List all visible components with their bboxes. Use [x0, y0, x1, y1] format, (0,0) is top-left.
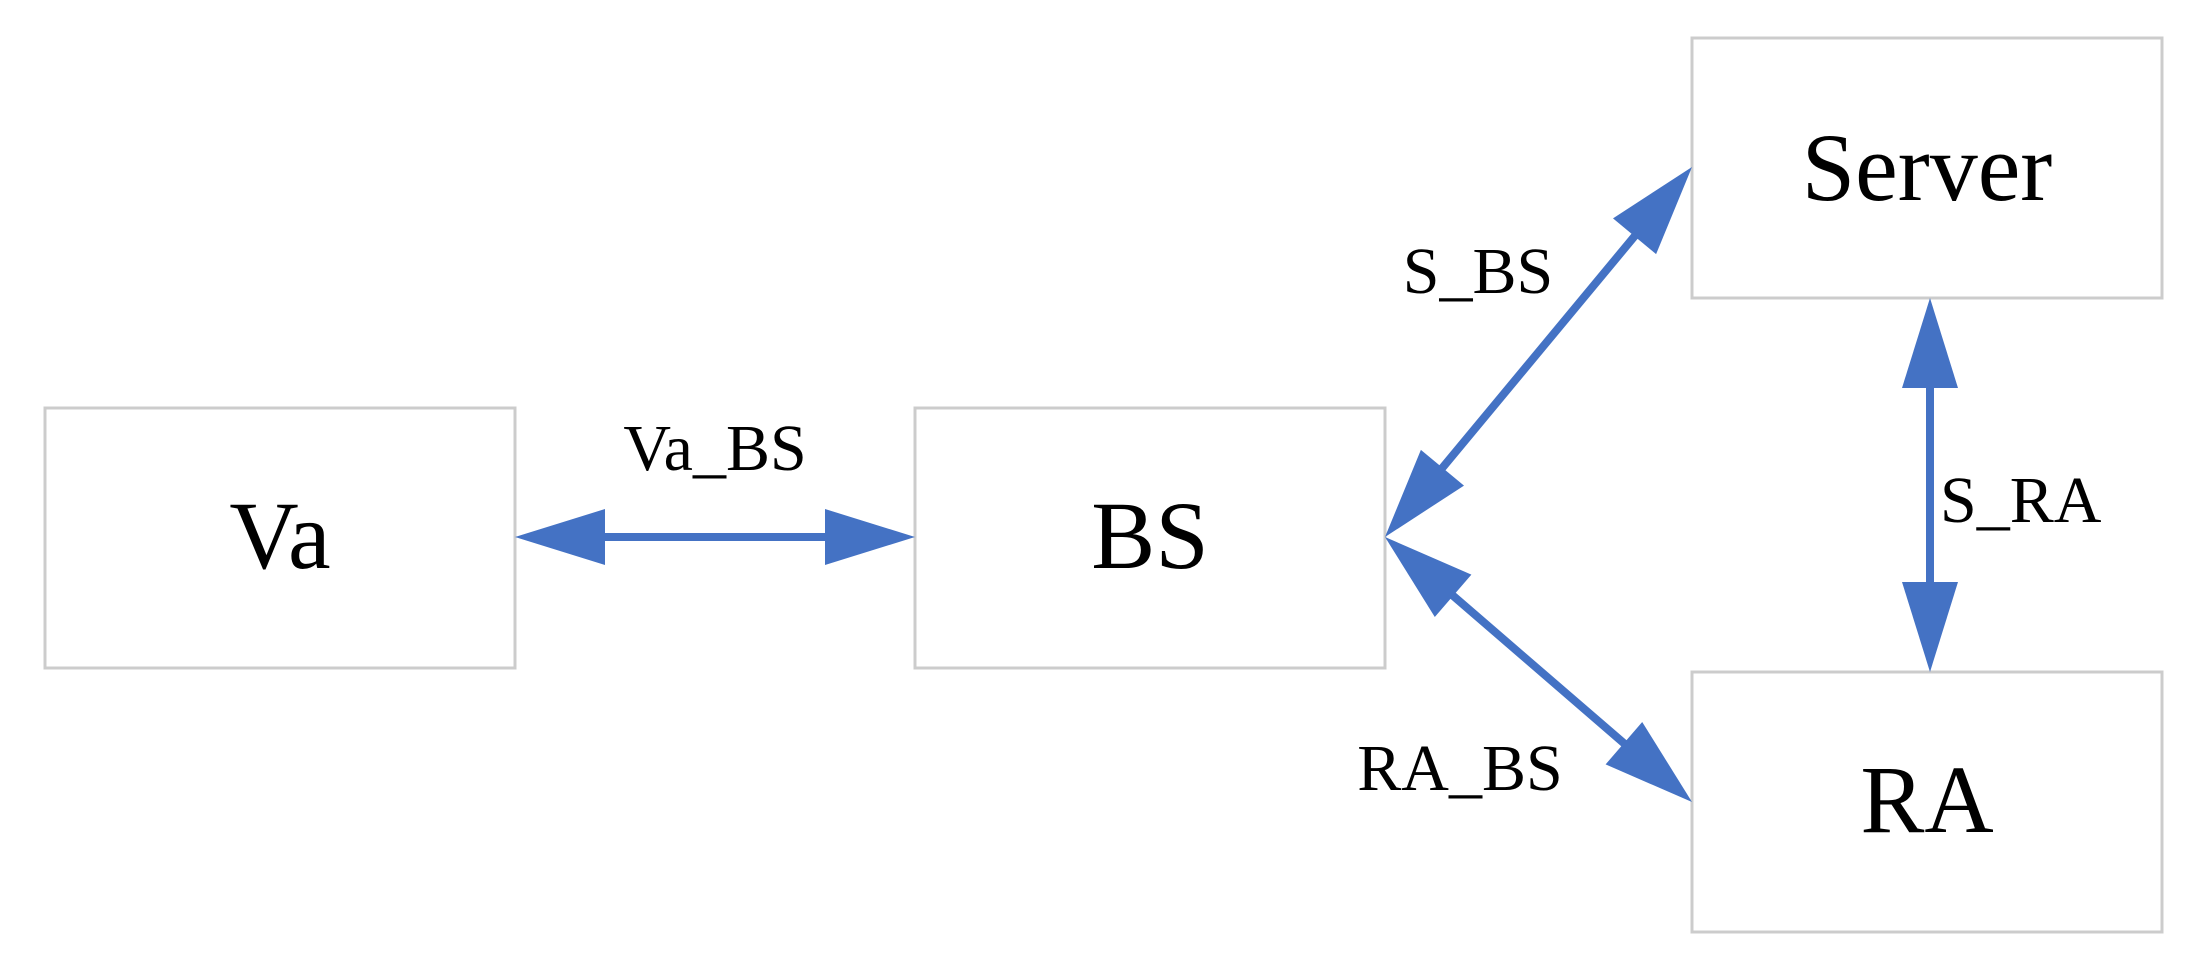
- edge-s-bs-label: S_BS: [1403, 235, 1553, 308]
- edge-ra-bs-label: RA_BS: [1357, 732, 1562, 805]
- node-va-box: [43, 406, 517, 670]
- node-va-label: Va: [229, 482, 330, 589]
- node-ra-label: RA: [1860, 746, 1993, 853]
- edge-ra-bs: RA_BS: [1357, 537, 1692, 805]
- edge-ra-bs-arrowhead-start: [1385, 537, 1472, 617]
- edge-s-ra-arrowhead-start: [1902, 298, 1958, 388]
- node-server-box: [1690, 36, 2164, 300]
- edge-s-ra: S_RA: [1902, 298, 2102, 672]
- node-bs-box: [913, 406, 1387, 670]
- node-server: Server: [1690, 36, 2164, 300]
- node-ra-box: [1690, 670, 2164, 934]
- edge-va-bs-arrowhead-end: [825, 509, 915, 565]
- node-va: Va: [43, 406, 517, 670]
- edge-s-bs-arrowhead-end: [1613, 167, 1692, 255]
- edge-s-bs-arrowhead-start: [1385, 449, 1464, 537]
- edge-s-bs: S_BS: [1385, 167, 1692, 537]
- edge-va-bs-arrowhead-start: [515, 509, 605, 565]
- edge-s-ra-arrowhead-end: [1902, 582, 1958, 672]
- node-ra: RA: [1690, 670, 2164, 934]
- node-bs: BS: [913, 406, 1387, 670]
- edge-ra-bs-arrowhead-end: [1605, 722, 1692, 802]
- edge-ra-bs-line: [1447, 590, 1630, 749]
- edge-va-bs: Va_BS: [515, 412, 915, 565]
- edge-s-ra-label: S_RA: [1940, 464, 2102, 537]
- edge-va-bs-label: Va_BS: [623, 412, 806, 485]
- node-server-label: Server: [1802, 114, 2053, 221]
- edge-s-bs-line: [1436, 230, 1641, 474]
- node-bs-label: BS: [1091, 482, 1208, 589]
